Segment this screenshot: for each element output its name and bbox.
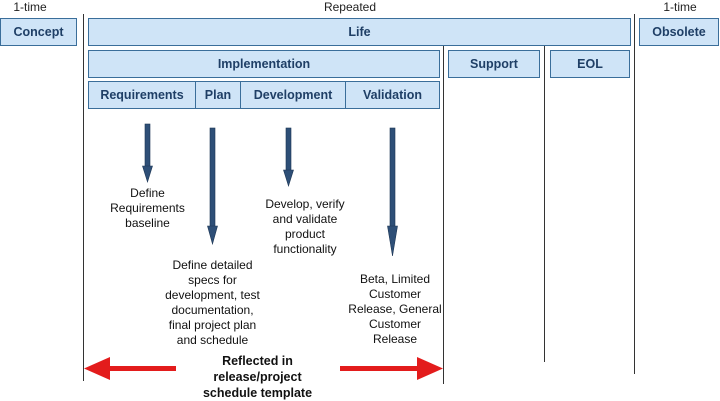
requirements-description: Define Requirements baseline [100, 186, 195, 231]
label-one-time-right: 1-time [663, 0, 697, 14]
desc-line: specs for [188, 273, 237, 287]
development-description: Develop, verify and validate product fun… [250, 197, 360, 257]
footer-caption: Reflected in release/project schedule te… [190, 353, 325, 401]
label-repeated: Repeated [323, 0, 377, 14]
desc-line: and validate [272, 212, 338, 226]
footer-line: release/project [213, 370, 302, 384]
red-arrow-right [340, 357, 443, 380]
desc-line: Define detailed [172, 258, 253, 272]
requirements-box: Requirements [88, 81, 196, 109]
label-one-time-left: 1-time [13, 0, 47, 14]
down-arrow-development [283, 127, 294, 188]
implementation-box: Implementation [88, 50, 440, 78]
desc-line: Customer [368, 317, 421, 331]
plan-description: Define detailed specs for development, t… [150, 258, 275, 348]
desc-line: documentation, [171, 303, 254, 317]
desc-line: Customer [368, 287, 421, 301]
development-box: Development [240, 81, 346, 109]
life-box: Life [88, 18, 631, 46]
desc-line: Release [372, 332, 418, 346]
validation-description: Beta, Limited Customer Release, General … [340, 272, 450, 347]
desc-line: product [284, 227, 326, 241]
desc-line: and schedule [176, 333, 249, 347]
plan-box: Plan [195, 81, 241, 109]
down-arrow-validation [387, 127, 398, 257]
down-arrow-plan [207, 127, 218, 246]
support-box: Support [448, 50, 540, 78]
desc-line: Beta, Limited [359, 272, 431, 286]
desc-line: final project plan [168, 318, 257, 332]
desc-line: development, test [165, 288, 260, 302]
eol-box: EOL [550, 50, 630, 78]
desc-line: Develop, verify [265, 197, 345, 211]
desc-line: Define [130, 186, 165, 200]
desc-line: baseline [125, 216, 170, 230]
down-arrow-requirements [142, 123, 153, 184]
desc-line: Release, General [348, 302, 442, 316]
footer-line: schedule template [202, 386, 313, 400]
divider-implementation-end [443, 44, 444, 384]
divider-right [634, 14, 635, 374]
red-arrow-left [84, 357, 176, 380]
desc-line: functionality [273, 242, 337, 256]
obsolete-box: Obsolete [639, 18, 719, 46]
concept-box: Concept [0, 18, 77, 46]
footer-line: Reflected in [222, 354, 293, 368]
desc-line: Requirements [110, 201, 185, 215]
validation-box: Validation [345, 81, 440, 109]
divider-support-end [544, 44, 545, 362]
divider-left [83, 14, 84, 381]
